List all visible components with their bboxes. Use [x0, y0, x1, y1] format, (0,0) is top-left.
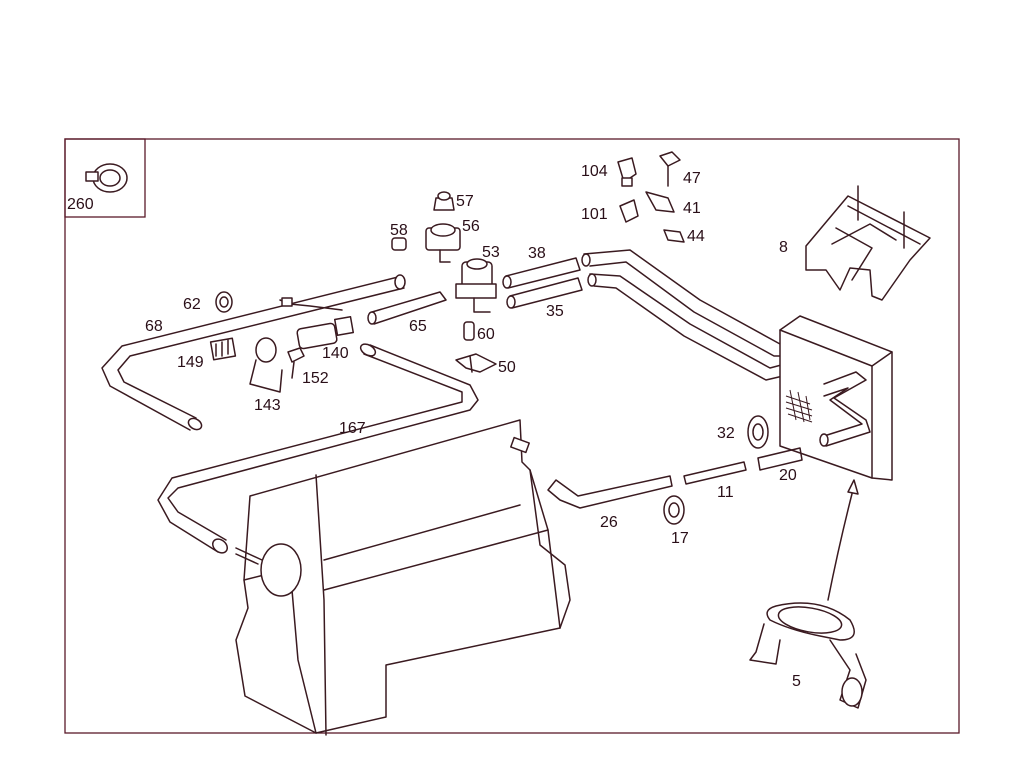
hose-35 [506, 277, 583, 309]
label-140: 140 [322, 345, 349, 362]
clip-44 [663, 229, 685, 243]
grommet-62 [215, 291, 233, 313]
label-58: 58 [390, 222, 408, 239]
valve-53 [455, 258, 497, 313]
label-44: 44 [687, 228, 705, 245]
label-143: 143 [254, 397, 281, 414]
air-duct-8 [805, 185, 931, 301]
engine-block [235, 419, 571, 736]
label-56: 56 [462, 218, 480, 235]
bolt-152 [287, 347, 305, 379]
label-17: 17 [671, 530, 689, 547]
label-8: 8 [779, 239, 788, 256]
label-62: 62 [183, 296, 201, 313]
hose-20 [757, 447, 803, 471]
label-57: 57 [456, 193, 474, 210]
label-101: 101 [581, 206, 608, 223]
grommet-32 [747, 415, 769, 449]
hose-65 [367, 291, 447, 325]
diagram-frame [64, 138, 960, 734]
label-50: 50 [498, 359, 516, 376]
hose-26 [547, 475, 673, 509]
clamp-260-icon [85, 163, 128, 193]
label-260: 260 [67, 196, 94, 213]
label-167: 167 [339, 420, 366, 437]
grommet-17 [663, 495, 685, 525]
label-104: 104 [581, 163, 608, 180]
label-53: 53 [482, 244, 500, 261]
hose-68 [101, 274, 406, 431]
label-5: 5 [792, 673, 801, 690]
bracket-50 [455, 353, 497, 373]
hose-167 [157, 343, 479, 554]
label-152: 152 [302, 370, 329, 387]
air-duct-5 [749, 479, 867, 709]
screw-47 [659, 151, 681, 187]
clip-104 [617, 157, 637, 187]
label-32: 32 [717, 425, 735, 442]
bracket-143 [249, 337, 283, 393]
label-35: 35 [546, 303, 564, 320]
label-26: 26 [600, 514, 618, 531]
label-60: 60 [477, 326, 495, 343]
hose-11 [683, 461, 747, 485]
label-41: 41 [683, 200, 701, 217]
heater-core [779, 315, 893, 481]
clip-41 [645, 191, 675, 213]
valve-56 [425, 223, 461, 263]
plug-58 [391, 237, 407, 251]
cap-57 [433, 191, 455, 211]
label-149: 149 [177, 354, 204, 371]
clip-101 [619, 199, 639, 223]
label-65: 65 [409, 318, 427, 335]
pump-140 [279, 297, 355, 350]
callout-labels: 260 104 47 101 41 44 57 58 56 53 38 8 62… [67, 163, 801, 690]
connector-149 [209, 337, 237, 361]
inset-box [64, 138, 146, 218]
hose-38 [502, 257, 581, 289]
heater-hoses [581, 249, 815, 381]
label-68: 68 [145, 318, 163, 335]
label-38: 38 [528, 245, 546, 262]
label-11: 11 [717, 484, 734, 501]
label-47: 47 [683, 170, 701, 187]
fitting-60 [463, 321, 475, 341]
label-20: 20 [779, 467, 797, 484]
